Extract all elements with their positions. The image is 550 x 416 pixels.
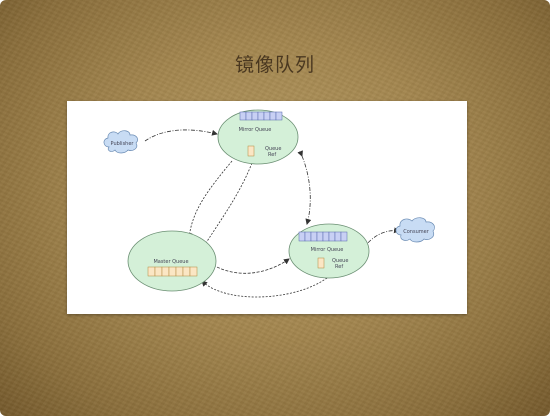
consumer-label: Consumer (403, 229, 429, 235)
arrow-mirror-to-mirror2 (297, 150, 312, 225)
publisher-cloud: Publisher (103, 130, 138, 154)
publisher-label: Publisher (111, 141, 135, 147)
queue-ref-label-line2: Ref (268, 152, 276, 158)
consumer-cloud: Consumer (395, 217, 435, 243)
master-queue-node: Master Queue (127, 230, 217, 292)
arrow-mirror-to-master-1 (186, 160, 233, 239)
mirror-queue-2-label: Mirror Queue (311, 247, 344, 253)
mirror-queue-diagram: Publisher Consumer Mirror Q (67, 101, 467, 314)
mirror-queue-cells (239, 111, 283, 121)
queue-ref-2-label-line1: Queue (332, 258, 348, 264)
queue-ref-box (247, 145, 255, 157)
mirror-queue-node: Mirror Queue Queue Ref (217, 109, 299, 165)
diagram-canvas: Publisher Consumer Mirror Q (103, 109, 435, 298)
mirror-queue-2-node: Mirror Queue Queue Ref (288, 223, 370, 279)
queue-ref-2-label-line2: Ref (335, 264, 343, 270)
arrow-mirror2-to-master (201, 270, 336, 298)
arrow-master-to-mirror2 (207, 258, 290, 274)
slide-title: 镜像队列 (234, 54, 315, 76)
mirror-queue-label: Mirror Queue (239, 127, 272, 133)
master-queue-cells (147, 266, 198, 277)
mirror-queue-2-cells (298, 231, 348, 242)
arrow-publisher-to-mirror (144, 129, 218, 142)
master-queue-label: Master Queue (153, 259, 188, 265)
queue-ref-2-box (317, 257, 325, 269)
queue-ref-label-line1: Queue (265, 146, 281, 152)
